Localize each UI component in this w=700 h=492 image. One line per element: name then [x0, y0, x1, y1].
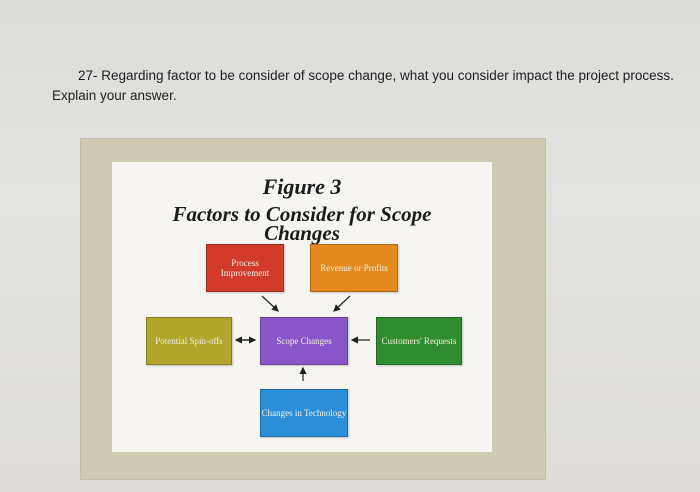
- box-changes-in-technology: Changes in Technology: [260, 389, 348, 437]
- figure-title-cont: Changes: [264, 221, 340, 245]
- question-line-1: 27- Regarding factor to be consider of s…: [78, 68, 674, 83]
- figure-number: Figure 3: [262, 174, 342, 199]
- box-customers-requests: Customers' Requests: [376, 317, 462, 365]
- figure-title: Factors to Consider for Scope: [172, 202, 432, 226]
- box-potential-spin-offs: Potential Spin-offs: [146, 317, 232, 365]
- figure-slide: Figure 3 Factors to Consider for Scope C…: [112, 162, 492, 452]
- question-text: 27- Regarding factor to be consider of s…: [52, 66, 692, 106]
- arrow-revenue-to-scope: [333, 295, 351, 312]
- arrow-process-to-scope: [261, 295, 279, 312]
- diagram-arrows: [234, 295, 370, 381]
- question-line-2: Explain your answer.: [52, 88, 177, 103]
- box-revenue-or-profits: Revenue or Profits: [310, 244, 398, 292]
- box-process-improvement: Process Improvement: [206, 244, 284, 292]
- box-scope-changes: Scope Changes: [260, 317, 348, 365]
